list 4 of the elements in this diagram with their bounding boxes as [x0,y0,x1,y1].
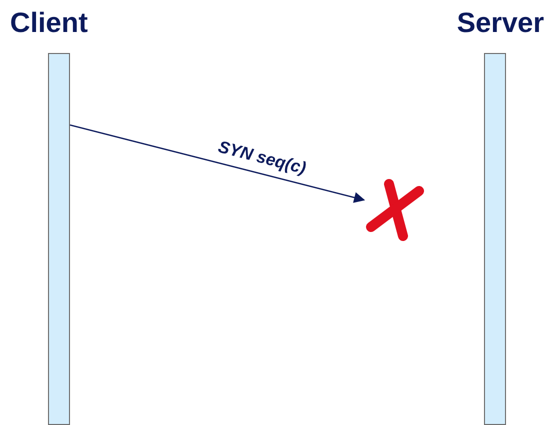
participant-title: Server [456,6,544,40]
edge-label: SYN seq(c) [216,138,308,180]
participant-title: Client [10,6,88,40]
message-arrow [70,124,366,203]
